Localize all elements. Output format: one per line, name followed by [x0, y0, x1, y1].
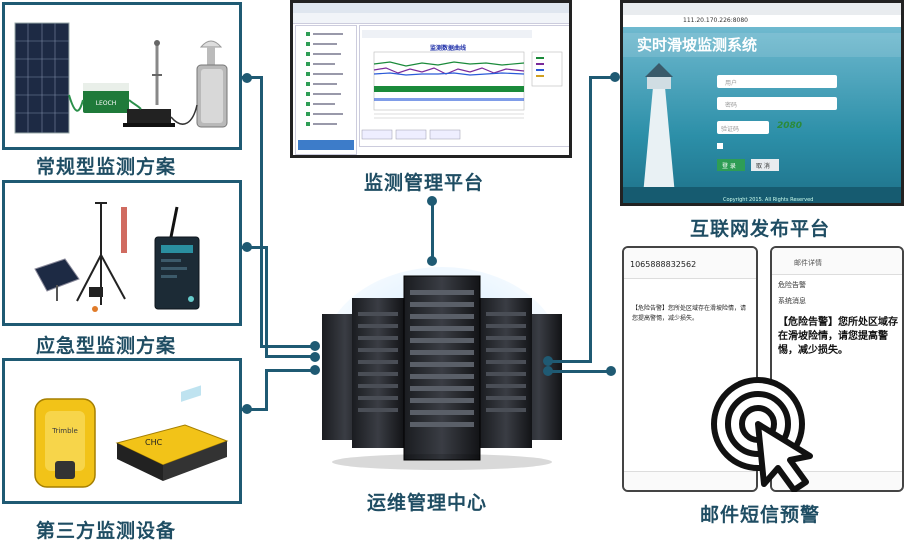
third-party-label: 第三方监测设备: [36, 520, 177, 542]
cancel-button[interactable]: 取 消: [751, 159, 779, 171]
mail-header-title: 邮件详情: [794, 259, 822, 267]
connector-dot: [310, 365, 320, 375]
connector-line: [260, 76, 263, 346]
connector-line: [265, 369, 312, 372]
browser-address-text: 111.20.170.226:8080: [683, 17, 749, 24]
captcha-image: 2080: [777, 121, 803, 131]
web-login-page: 实时滑坡监测系统 用户 密码 验证码 2080 登 录 取 消: [623, 27, 901, 203]
platform-screenshot: 监测数据曲线: [290, 0, 572, 158]
connector-line: [548, 360, 590, 363]
gnss-receiver-icon: [196, 40, 228, 128]
platform-menubar: [293, 13, 569, 24]
platform-chart-title: 监测数据曲线: [430, 45, 467, 52]
platform-chart-panel: 监测数据曲线: [359, 25, 569, 147]
connector-dot: [310, 341, 320, 351]
server-racks-illustration: [322, 267, 562, 470]
lighthouse-scene-icon: [623, 63, 901, 203]
connector-line: [242, 246, 266, 249]
connector-dot: [543, 356, 553, 366]
internet-label: 互联网发布平台: [690, 218, 831, 240]
connector-line: [242, 76, 262, 79]
connector-line: [431, 200, 434, 260]
connector-line: [589, 76, 617, 79]
connector-dot: [242, 404, 252, 414]
sms-bubble: 【危险告警】您所处区域存在滑坡险情，请您提高警惕，减少损失。: [632, 304, 750, 324]
connector-dot: [242, 73, 252, 83]
connector-dot: [310, 352, 320, 362]
web-system-title: 实时滑坡监测系统: [637, 36, 758, 54]
login-form: 用户 密码 验证码 2080 登 录 取 消: [705, 71, 885, 181]
controller-box-icon: [123, 109, 175, 127]
connector-dot: [543, 366, 553, 376]
emergency-label: 应急型监测方案: [36, 335, 177, 357]
web-footer: Copyright 2015. All Rights Reserved: [723, 197, 814, 203]
mail-body-text: 【危险告警】您所处区域存在滑坡险情，请您提高警惕，减少损失。: [778, 317, 898, 356]
platform-label: 监测管理平台: [364, 172, 485, 194]
emergency-panel: [2, 180, 242, 326]
cancel-button-label: 取 消: [756, 163, 770, 170]
internet-screenshot: 111.20.170.226:8080 实时滑坡监测系统 用户 密码 验证码 2…: [620, 0, 904, 206]
platform-tree-panel: [295, 25, 357, 155]
sms-message: 【危险告警】您所处区域存在滑坡险情，请您提高警惕，减少损失。: [632, 305, 747, 322]
login-button[interactable]: 登 录: [717, 159, 745, 171]
mail-phone: 邮件详情 危险告警 系统消息 【危险告警】您所处区域存在滑坡险情，请您提高警惕，…: [770, 246, 904, 492]
emergency-equipment-illustration: [34, 202, 200, 312]
connector-line: [548, 370, 614, 373]
username-placeholder: 用户: [725, 80, 738, 87]
connector-dot: [242, 242, 252, 252]
browser-tabbar: [623, 3, 901, 15]
connector-line: [265, 370, 268, 411]
mail-body: 【危险告警】您所处区域存在滑坡险情，请您提高警惕，减少损失。: [778, 316, 900, 358]
connector-dot: [610, 72, 620, 82]
svg-text:Trimble: Trimble: [51, 427, 78, 435]
sms-header: 1065888832562: [624, 248, 756, 279]
password-field[interactable]: 密码: [717, 97, 837, 110]
connector-line: [265, 355, 312, 358]
small-solar-panel-icon: [34, 258, 80, 301]
platform-titlebar: [293, 3, 569, 13]
connector-line: [589, 76, 592, 363]
password-placeholder: 密码: [725, 102, 738, 109]
sms-label: 邮件短信预警: [700, 504, 821, 526]
conventional-label: 常规型监测方案: [36, 156, 177, 178]
sms-number: 1065888832562: [630, 260, 697, 269]
svg-text:CHC: CHC: [145, 438, 163, 447]
trimble-receiver-icon: Trimble: [34, 398, 96, 488]
third-party-equipment-illustration: Trimble CHC: [34, 385, 229, 488]
captcha-placeholder: 验证码: [721, 126, 740, 133]
platform-chart-svg: [361, 30, 563, 140]
marker-dot-icon: [92, 306, 98, 312]
sms-input-bar[interactable]: [624, 471, 756, 490]
tap-pointer-icon: [711, 377, 813, 492]
username-field[interactable]: 用户: [717, 75, 837, 88]
antenna-icon: [152, 40, 162, 105]
connector-line: [242, 408, 266, 411]
mail-sender: 系统消息: [778, 297, 806, 305]
battery-icon: LEOCH: [83, 83, 129, 113]
battery-pack-icon: [89, 287, 103, 297]
red-marker-text-icon: [121, 207, 127, 253]
mail-header: 邮件详情: [772, 248, 902, 275]
captcha-field[interactable]: 验证码: [717, 121, 769, 134]
ops-center-label: 运维管理中心: [367, 492, 488, 514]
connector-dot: [606, 366, 616, 376]
login-button-label: 登 录: [722, 163, 736, 170]
third-party-panel: Trimble CHC: [2, 358, 242, 504]
connector-dot: [427, 256, 437, 266]
web-title-bar: [623, 33, 901, 57]
conventional-equipment-illustration: LEOCH: [14, 22, 228, 134]
connector-line: [260, 345, 312, 348]
connector-dot: [427, 196, 437, 206]
solar-panel-icon: [14, 22, 70, 134]
monitoring-unit-icon: [154, 206, 200, 310]
remember-checkbox[interactable]: [717, 143, 723, 149]
connector-line: [265, 246, 268, 356]
svg-text:LEOCH: LEOCH: [96, 100, 117, 107]
conventional-panel: LEOCH: [2, 2, 242, 150]
chc-receiver-icon: CHC: [115, 385, 229, 481]
mail-subject: 危险告警: [778, 281, 806, 289]
